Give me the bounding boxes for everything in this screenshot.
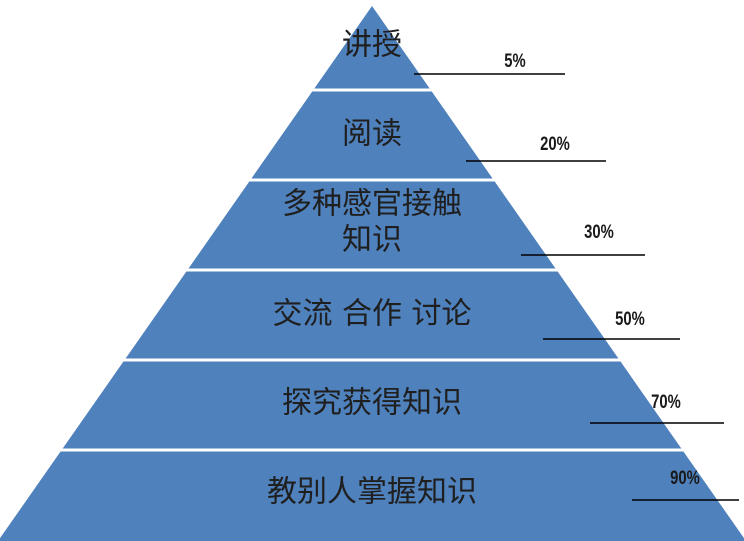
level-label: 教别人掌握知识 bbox=[267, 475, 477, 510]
percent-label: 30% bbox=[584, 221, 614, 242]
level-label: 探究获得知识 bbox=[282, 386, 462, 421]
level-dividers bbox=[57, 88, 687, 452]
level-label: 阅读 bbox=[342, 117, 402, 152]
level-label: 多种感官接触 bbox=[282, 187, 462, 222]
percent-label: 70% bbox=[651, 391, 681, 412]
percent-label: 50% bbox=[615, 308, 645, 329]
pyramid-shape bbox=[0, 6, 744, 541]
percent-label: 20% bbox=[540, 133, 570, 154]
level-label: 知识 bbox=[342, 223, 402, 258]
level-label: 交流 合作 讨论 bbox=[272, 297, 471, 332]
percent-label: 90% bbox=[670, 467, 700, 488]
level-label: 讲授 bbox=[342, 28, 402, 63]
percent-leader-lines bbox=[414, 73, 739, 501]
percent-labels: 5% 20% 30% 50% 70% 90% bbox=[504, 50, 700, 488]
percent-label: 5% bbox=[504, 50, 525, 71]
